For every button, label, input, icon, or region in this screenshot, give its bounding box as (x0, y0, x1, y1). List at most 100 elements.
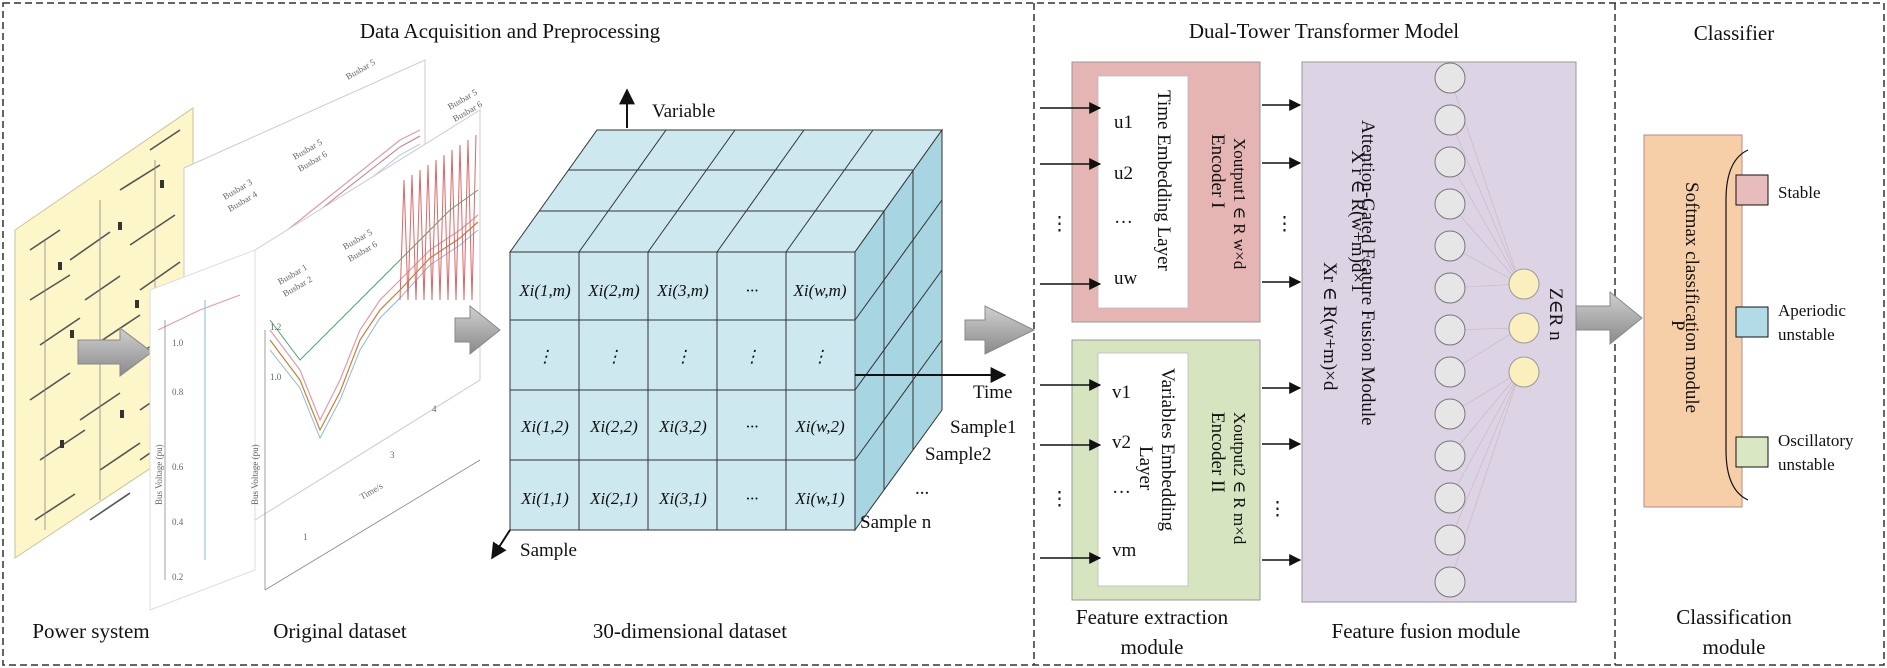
cube-cell: Xi(w,1) (794, 489, 845, 508)
dataset-cube: Xi(1,m) Xi(2,m) Xi(3,m) ··· Xi(w,m) ⋮ ⋮ … (491, 88, 1017, 561)
neuron (1434, 230, 1466, 262)
variables-embedding-box (1097, 352, 1189, 587)
encoder-2-output: Xoutput2 ∈ R m×d (1230, 412, 1249, 545)
label-feature-fusion: Feature fusion module (1332, 619, 1521, 643)
encoder-2-ellipsis: ⋮ (1050, 489, 1069, 510)
plot-ylabel: Bus Voltage (pu) (250, 444, 260, 505)
class-label-stable: Stable (1778, 183, 1821, 202)
aperiodic-swatch (1735, 306, 1769, 338)
cube-cell: Xi(1,1) (520, 489, 569, 508)
fusion-name: Attention-Gated Feature Fusion Module (1357, 120, 1378, 426)
label-classification-2: module (1703, 635, 1766, 659)
ytick: 1.0 (270, 372, 282, 382)
fusion-z: Z∈R n (1545, 288, 1566, 341)
neuron (1434, 104, 1466, 136)
cube-cell: Xi(2,1) (589, 489, 638, 508)
ytick: 1.2 (270, 322, 281, 332)
cube-cell: ⋮ (675, 347, 692, 366)
encoder-1-input: uw (1114, 268, 1138, 289)
class-label-aperiodic: Aperiodic (1778, 301, 1846, 320)
cube-cell: ··· (746, 281, 759, 300)
cube-cell: Xi(3,m) (656, 281, 709, 300)
cube-cell: Xi(1,m) (518, 281, 571, 300)
ytick: 0.6 (172, 462, 184, 472)
neuron (1434, 62, 1466, 94)
label-feature-extraction: Feature extraction (1076, 605, 1229, 629)
fusion-xr-bottom: Xr ∈ R(w+m)×d (1319, 262, 1340, 391)
class-label-oscillatory-2: unstable (1778, 455, 1835, 474)
cube-cell: Xi(w,2) (794, 417, 845, 436)
sample-label: Sample1 (950, 417, 1017, 438)
neuron (1434, 314, 1466, 346)
cube-cell: Xi(3,1) (658, 489, 707, 508)
xtick: 3 (390, 450, 395, 460)
sample-label: ... (915, 478, 929, 499)
cube-cell: Xi(1,2) (520, 417, 569, 436)
section-title-acquisition: Data Acquisition and Preprocessing (360, 19, 661, 43)
ytick: 1.0 (172, 338, 184, 348)
legend-item: Busbar 5 (344, 57, 377, 82)
encoder-2-input: ··· (1112, 482, 1131, 503)
xtick: 1 (303, 532, 308, 542)
output-neuron (1508, 312, 1540, 344)
svg-text:⋮: ⋮ (1268, 499, 1287, 520)
cube-cell: Xi(3,2) (658, 417, 707, 436)
encoder-2-input: vm (1112, 540, 1137, 561)
label-original-dataset: Original dataset (273, 619, 407, 643)
encoder-2-input: v1 (1112, 382, 1131, 403)
time-embedding-label: Time Embedding Layer (1153, 90, 1174, 271)
label-30d-dataset: 30-dimensional dataset (593, 619, 787, 643)
arrow-power-to-data (77, 327, 153, 377)
axis-sample-arrow (491, 529, 511, 560)
class-label-aperiodic-2: unstable (1778, 325, 1835, 344)
axis-variable-label: Variable (652, 101, 715, 122)
cube-front-face (509, 251, 856, 531)
encoder-1-input: ··· (1114, 212, 1133, 233)
time-embedding-box (1097, 75, 1189, 309)
neuron (1434, 566, 1466, 598)
plot-ylabel: Bus Voltage (pu) (154, 444, 164, 505)
cube-cell: Xi(2,2) (589, 417, 638, 436)
original-dataset-plots: Busbar 5 Busbar 3 Busbar 4 Busbar 5 Busb… (149, 57, 484, 611)
encoder-2-name: Encoder II (1207, 412, 1228, 493)
label-power-system: Power system (32, 619, 149, 643)
encoder-2: v1 v2 ··· vm Variables Embedding Layer E… (1040, 339, 1302, 601)
variables-embedding-label-2: Layer (1135, 446, 1156, 491)
axis-time-label: Time (973, 382, 1012, 403)
fusion-xr-top: X r ∈ R(w+m)d×1 (1347, 150, 1368, 293)
encoder-1: u1 u2 ··· uw Time Embedding Layer Encode… (1040, 61, 1302, 323)
arrow-plots-to-cube (454, 304, 501, 356)
stable-swatch (1735, 174, 1769, 206)
class-brace (1725, 149, 1749, 501)
encoder-2-input: v2 (1112, 432, 1131, 453)
neuron (1434, 356, 1466, 388)
neuron (1434, 524, 1466, 556)
cube-cell: Xi(2,m) (587, 281, 640, 300)
variables-embedding-label: Variables Embedding (1157, 368, 1178, 532)
oscillatory-swatch (1735, 436, 1769, 468)
sample-label: Sample2 (925, 444, 992, 465)
fusion-module: X r ∈ R(w+m)d×1 Attention-Gated Feature … (1301, 61, 1577, 603)
class-label-oscillatory: Oscillatory (1778, 431, 1854, 450)
encoder-1-ellipsis: ⋮ (1050, 214, 1069, 235)
neuron (1434, 146, 1466, 178)
neuron (1434, 272, 1466, 304)
output-neuron (1508, 356, 1540, 388)
encoder-1-output: Xoutput1 ∈ R w×d (1230, 138, 1249, 270)
neuron (1434, 440, 1466, 472)
cube-cell: ··· (746, 417, 759, 436)
cube-cell: ⋮ (812, 347, 829, 366)
cube-cell: ··· (746, 489, 759, 508)
ytick: 0.2 (172, 572, 183, 582)
label-feature-extraction-2: module (1121, 635, 1184, 659)
neuron (1434, 188, 1466, 220)
classifier-p: P (1667, 320, 1688, 331)
cube-cell: ⋮ (537, 347, 554, 366)
neuron (1434, 482, 1466, 514)
label-classification: Classification (1676, 605, 1792, 629)
arrow-cube-to-model (964, 305, 1036, 355)
section-title-transformer: Dual-Tower Transformer Model (1189, 19, 1459, 43)
classifier: P Softmax classification module Stable A… (1643, 134, 1854, 508)
